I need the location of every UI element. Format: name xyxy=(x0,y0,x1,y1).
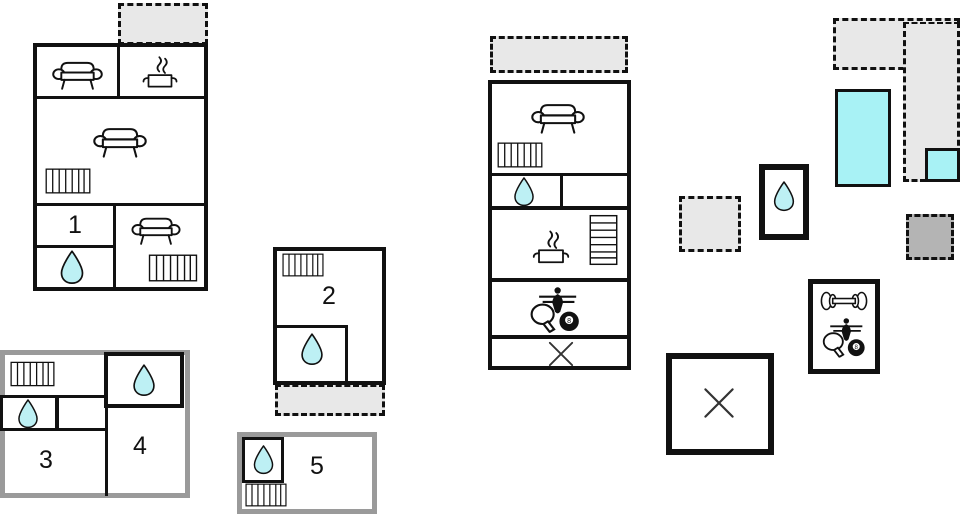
plan-center-wall-h1 xyxy=(492,173,627,176)
plan-center-wall-h4 xyxy=(492,335,627,339)
plan-5-number: 5 xyxy=(310,451,324,480)
plan-center-wall-h2 xyxy=(492,206,627,210)
pool-small xyxy=(925,148,960,182)
plan-center-terrace-top xyxy=(490,36,628,73)
plan-1-number: 1 xyxy=(68,211,82,239)
plan-1-wall-h3 xyxy=(37,245,113,248)
plan-4-wall-v1 xyxy=(105,406,108,496)
water-drop-icon xyxy=(16,398,40,429)
plan-1-wall-v2 xyxy=(113,203,116,287)
plan-1-wall-h1 xyxy=(37,96,204,99)
radiator-icon xyxy=(45,168,91,194)
unavailable-building-outline xyxy=(666,353,774,455)
plan-3-number: 3 xyxy=(39,445,53,474)
terrace-square-small xyxy=(679,196,741,252)
plan-1-wall-v1 xyxy=(117,47,120,96)
plan-1-terrace-top xyxy=(118,3,208,45)
games-icon xyxy=(818,315,870,359)
plan-2-wall-h1 xyxy=(277,325,348,328)
sofa-icon xyxy=(530,100,586,136)
games-icon xyxy=(525,285,585,333)
terrace-dark-square xyxy=(906,214,954,260)
plan-center-wall-h3 xyxy=(492,278,627,282)
terrace-l-shape-seam xyxy=(906,24,957,72)
plan-1-outline xyxy=(33,43,208,291)
swimming-pool xyxy=(835,89,891,187)
sofa-icon xyxy=(51,58,104,92)
water-drop-icon xyxy=(131,363,157,397)
cooking-pot-icon xyxy=(527,228,575,268)
cross-icon xyxy=(701,386,737,420)
radiator-icon xyxy=(589,214,618,266)
dumbbell-icon xyxy=(820,290,868,312)
water-drop-icon xyxy=(772,180,796,212)
radiator-icon xyxy=(10,361,55,387)
radiator-icon xyxy=(282,253,324,277)
water-drop-icon xyxy=(512,176,536,207)
water-drop-icon xyxy=(252,444,275,475)
water-drop-icon xyxy=(299,332,325,366)
plan-3-empty-room-outline xyxy=(56,395,108,431)
radiator-icon xyxy=(497,142,543,168)
plan-center-wall-v1 xyxy=(560,176,563,208)
cross-icon xyxy=(546,340,576,368)
plan-4-number: 4 xyxy=(133,431,147,460)
plan-1-wall-h2 xyxy=(37,203,204,206)
sofa-icon xyxy=(92,124,148,160)
plan-2-terrace-bottom xyxy=(275,384,385,416)
water-drop-icon xyxy=(58,249,86,285)
plan-2-number: 2 xyxy=(322,281,336,310)
cooking-pot-icon xyxy=(137,54,183,92)
radiator-icon xyxy=(148,254,198,282)
plan-2-wall-v1 xyxy=(345,325,348,382)
sofa-icon xyxy=(130,214,182,247)
radiator-icon xyxy=(245,483,287,507)
